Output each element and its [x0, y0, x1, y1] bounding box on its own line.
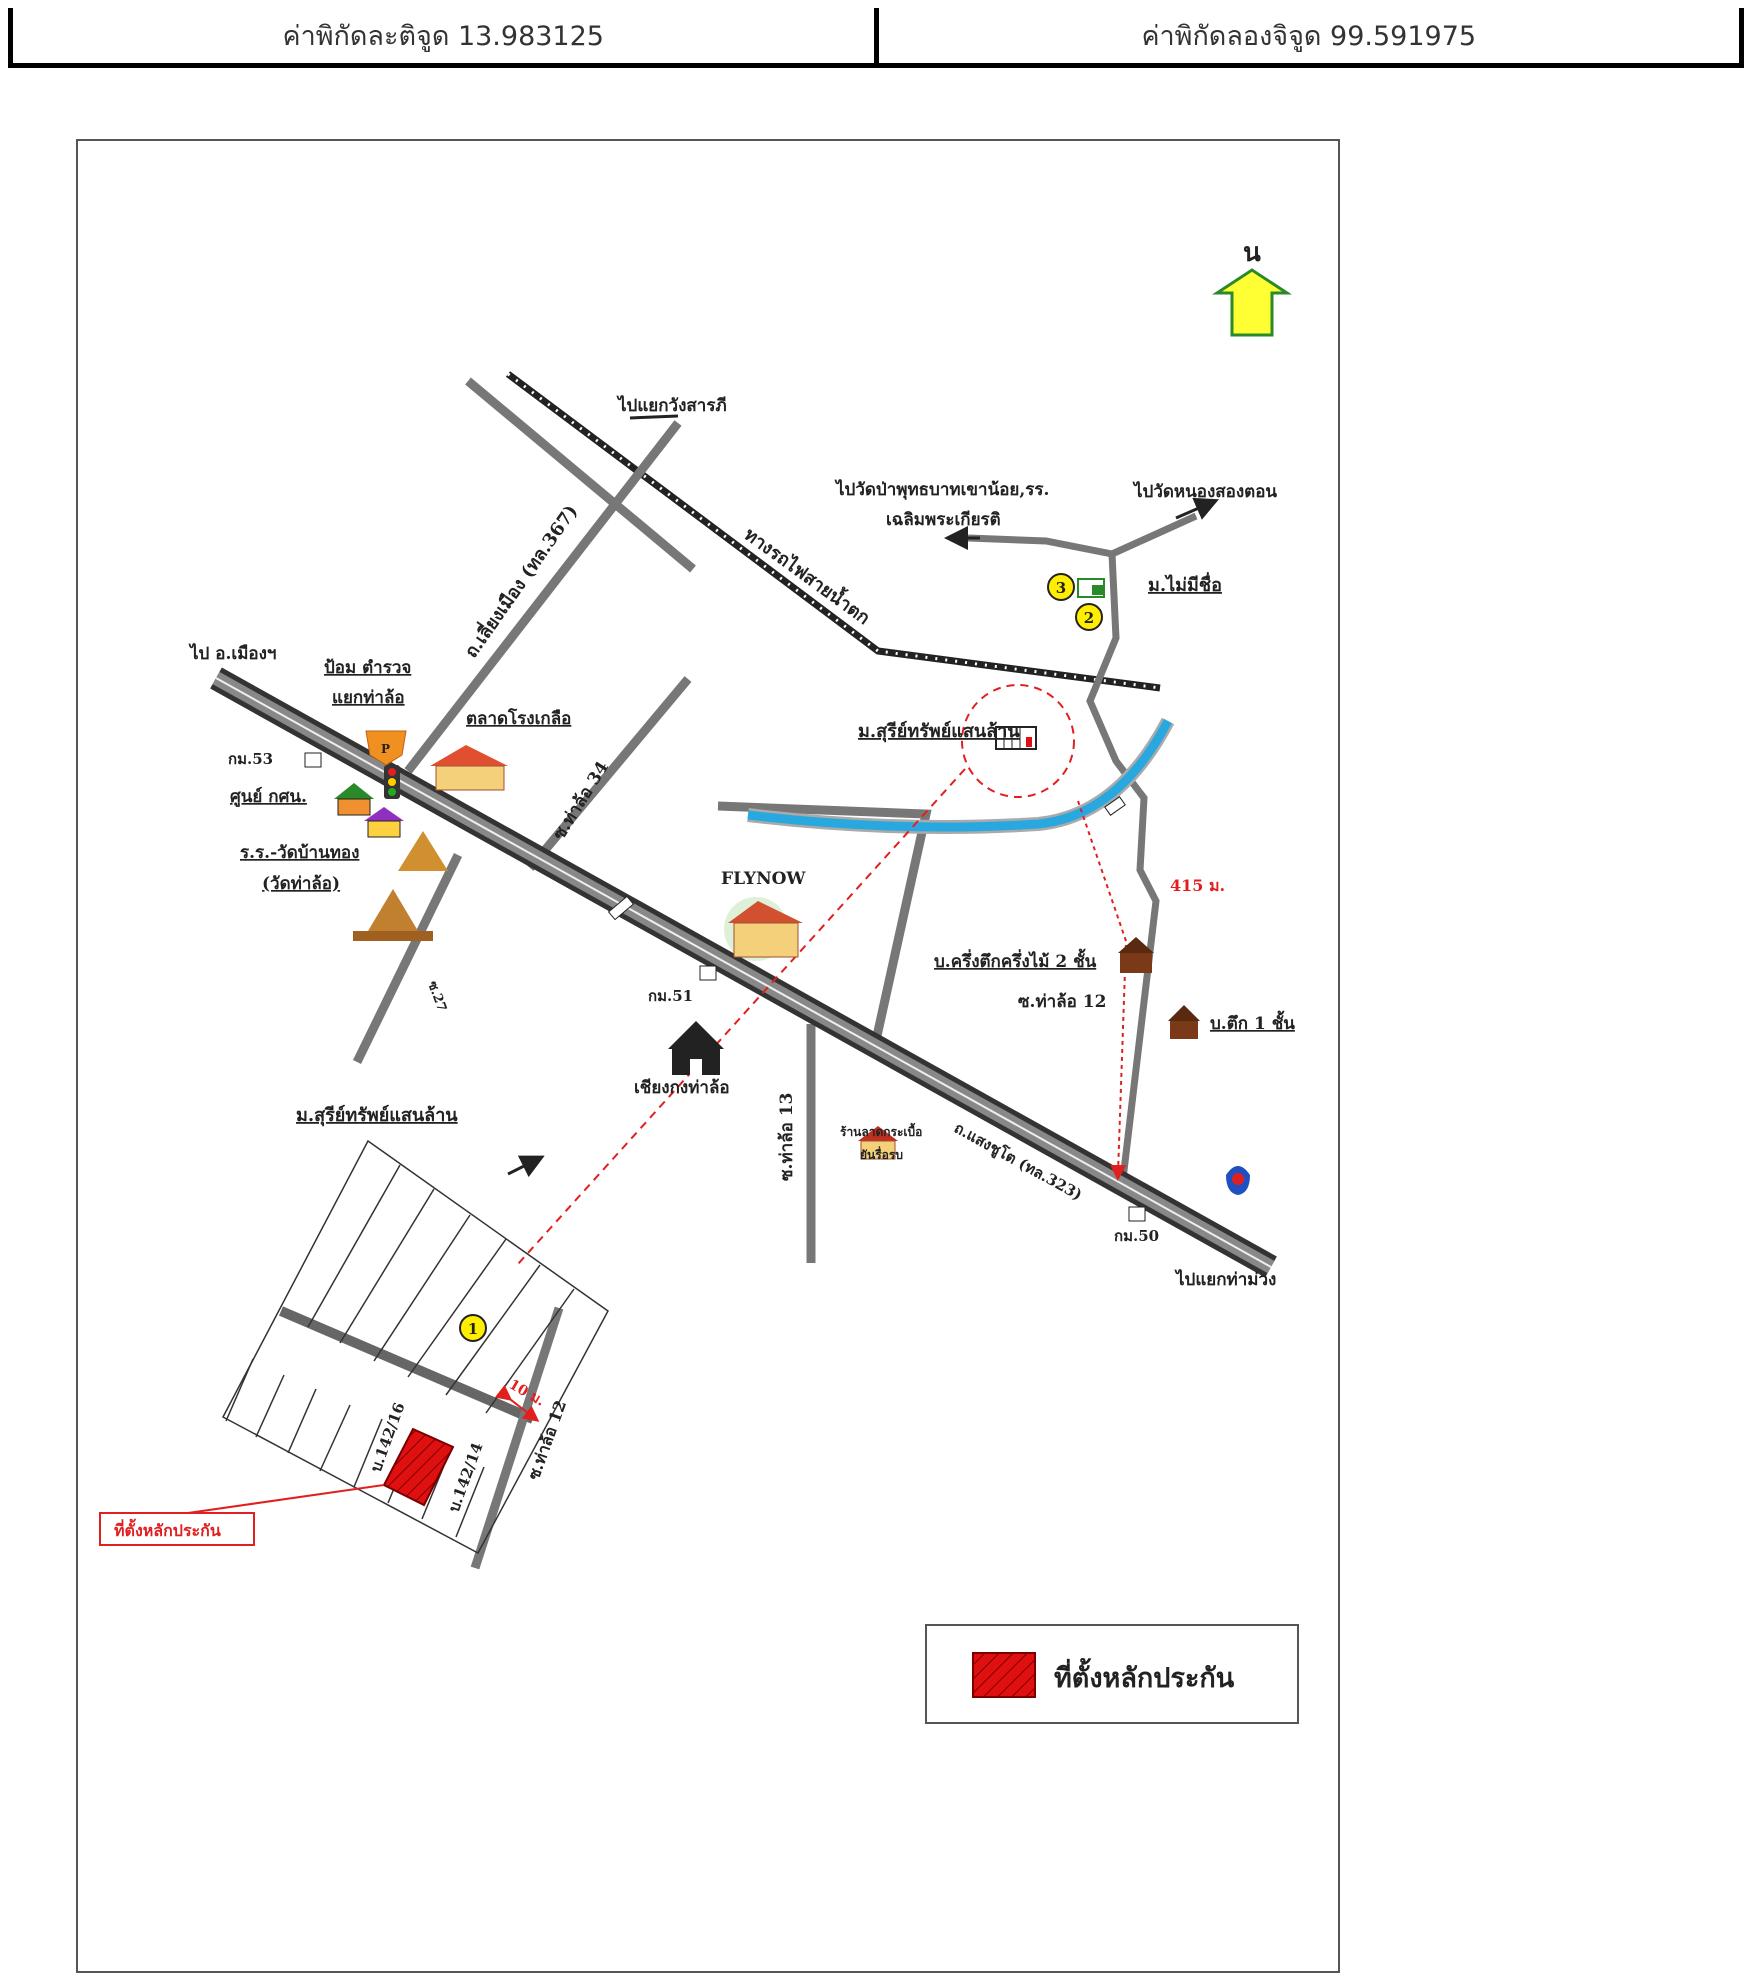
label-center: ศูนย์ กศน.: [230, 786, 307, 808]
label-km51: กม.51: [648, 987, 693, 1005]
label-road-367: ถ.เลี่ยงเมือง (ทล.367): [458, 500, 582, 662]
roads: [210, 377, 1277, 1570]
label-soi12-lower: ซ.ท่าล้อ 12: [524, 1398, 570, 1483]
house-2-floor-icon: [1118, 937, 1154, 973]
label-house-1-floor: บ.ตึก 1 ชั้น: [1210, 1010, 1295, 1034]
svg-text:P: P: [381, 742, 390, 756]
km-post-icon: [1128, 1206, 1146, 1222]
house-1-floor-icon: [1168, 1005, 1200, 1039]
north-label: น: [1243, 238, 1261, 268]
bridge-icon: [1104, 796, 1126, 816]
marker-1: 1: [459, 1314, 487, 1342]
label-chiang-kong: เชียงกงท่าล้อ: [634, 1077, 730, 1098]
north-arrow-icon: น: [1211, 238, 1293, 337]
highlight-circle: [961, 684, 1075, 798]
label-market: ตลาดโรงเกลือ: [466, 708, 571, 729]
label-km50: กม.50: [1114, 1227, 1159, 1245]
label-distance-415: 415 ม.: [1170, 876, 1225, 895]
chiang-kong-building-icon: [668, 1021, 724, 1075]
width-dimension: [494, 1384, 540, 1422]
label-police: ป้อม ตำรวจ: [324, 658, 411, 678]
label-soi34: ซ.ท่าล้อ 34: [549, 758, 613, 844]
legend-swatch: [972, 1652, 1036, 1698]
flynow-building-icon: [724, 897, 803, 961]
collateral-callout-box: [99, 1512, 255, 1546]
label-to-wat-khao-noi-2: เฉลิมพระเกียรติ: [886, 509, 1001, 530]
label-flynow: FLYNOW: [721, 869, 806, 889]
label-shop: ร้านลาดกระเบื้อ: [840, 1122, 922, 1139]
bridge-icon: [607, 895, 635, 921]
km-post-icon: [304, 752, 322, 768]
latitude-cell: ค่าพิกัดละติจูด 13.983125: [282, 21, 604, 52]
label-collateral-callout: ที่ตั้งหลักประกัน: [114, 1518, 221, 1540]
collateral-plot: [382, 1427, 455, 1507]
railway-line: [505, 371, 1161, 692]
callout-leader: [187, 1484, 385, 1514]
label-house-2-floor: บ.ครึ่งตึกครึ่งไม้ 2 ชั้น: [934, 948, 1097, 972]
market-building-icon: [430, 745, 508, 791]
village-plan-large: [221, 1139, 609, 1555]
label-police-2: แยกท่าล้อ: [332, 688, 405, 708]
police-sign-icon: P: [365, 730, 407, 766]
river: [747, 718, 1172, 832]
village-plan-small: [995, 726, 1037, 750]
label-to-mueang: ไป อ.เมืองฯ: [188, 643, 276, 664]
village-sign-icon: [1077, 578, 1105, 598]
label-school-2: (วัดท่าล้อ): [262, 874, 340, 894]
label-to-wangsarathi: ไปแยกวังสารภี: [616, 395, 727, 416]
marker-2: 2: [1075, 603, 1103, 631]
center-building-icon: [334, 783, 404, 838]
marker-3: 3: [1047, 573, 1075, 601]
label-soi12-upper: ซ.ท่าล้อ 12: [1018, 992, 1106, 1012]
svg-text:3: 3: [1056, 579, 1066, 597]
shop-building-icon: [858, 1126, 898, 1160]
label-village-bottom: ม.สุรีย์ทรัพย์แสนล้าน: [296, 1104, 458, 1127]
label-km53: กม.53: [228, 750, 273, 768]
svg-text:1: 1: [468, 1320, 478, 1338]
leader-line: [517, 768, 966, 1265]
label-railway: ทางรถไฟสายน้ำตก: [740, 521, 876, 629]
label-soi27: ซ.27: [424, 979, 449, 1014]
longitude-cell: ค่าพิกัดลองจิจูด 99.591975: [873, 8, 1740, 63]
gas-station-icon: [1226, 1166, 1250, 1195]
traffic-light-icon: [384, 765, 400, 799]
label-to-nong-song-ton: ไปวัดหนองสองตอน: [1132, 481, 1277, 502]
svg-text:2: 2: [1084, 609, 1094, 627]
label-soi13: ซ.ท่าล้อ 13: [777, 1093, 797, 1181]
label-shop-2: ยันรื่อรบ: [860, 1146, 903, 1162]
label-village-top: ม.สุรีย์ทรัพย์แสนล้าน: [858, 720, 1020, 743]
km-post-icon: [699, 965, 717, 981]
coordinates-bar: ค่าพิกัดละติจูด 13.983125 ค่าพิกัดลองจิจ…: [8, 8, 1744, 68]
label-to-tha-muang: ไปแยกท่าม่วง: [1174, 1269, 1276, 1290]
label-to-wat-khao-noi: ไปวัดป่าพุทธบาทเขาน้อย,รร.: [834, 479, 1049, 500]
distance-path: [1077, 800, 1128, 1181]
map-canvas: น: [99, 238, 1299, 1724]
legend-label: ที่ตั้งหลักประกัน: [1054, 1657, 1235, 1694]
label-village-unnamed: ม.ไม่มีชื่อ: [1148, 572, 1222, 596]
temple-icon: [353, 831, 448, 941]
label-school: ร.ร.-วัดบ้านทอง: [240, 843, 359, 863]
location-map: น: [76, 139, 1340, 1973]
